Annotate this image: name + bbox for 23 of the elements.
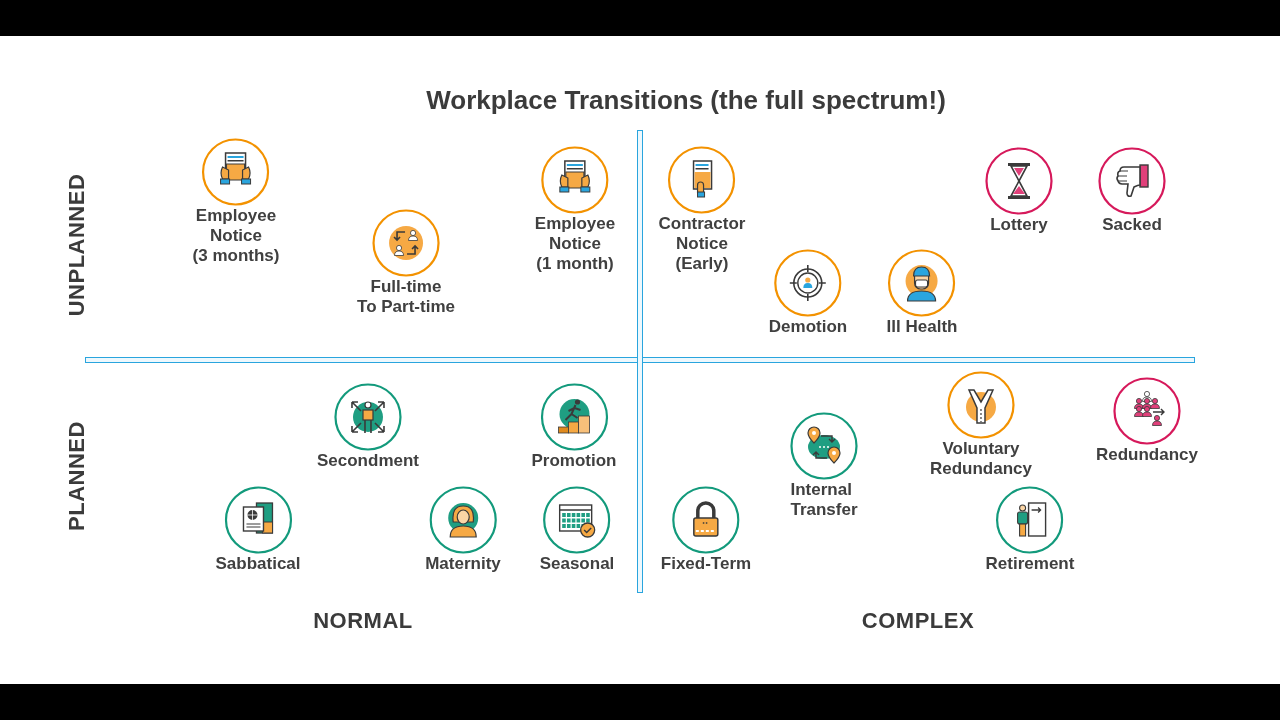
transition-label: Seasonal <box>539 554 615 574</box>
transition-label: Promotion <box>531 451 617 471</box>
diagram-title: Workplace Transitions (the full spectrum!) <box>426 85 946 115</box>
transition-label: Redundancy <box>1096 445 1198 465</box>
transition-label: Retirement <box>985 554 1075 574</box>
transition-label: Secondment <box>317 451 419 471</box>
transition-label: Fixed-Term <box>660 554 752 574</box>
transition-label: Lottery <box>990 215 1048 235</box>
axis-label: NORMAL <box>313 608 413 634</box>
axis-label: COMPLEX <box>861 608 975 634</box>
transition-label: Voluntary Redundancy <box>930 439 1032 479</box>
axis-label: UNPLANNED <box>64 173 90 317</box>
transition-label: Sacked <box>1102 215 1162 235</box>
axis-label: PLANNED <box>64 421 90 531</box>
transition-label: Demotion <box>768 317 848 337</box>
transition-label: Full-time To Part-time <box>357 277 455 317</box>
transition-label: Maternity <box>425 554 501 574</box>
transition-label: Contractor Notice (Early) <box>658 214 746 274</box>
transition-label: Internal Transfer <box>790 480 858 520</box>
transition-label: Sabbatical <box>215 554 301 574</box>
transition-label: Employee Notice (3 months) <box>192 206 280 266</box>
transition-label: Ill Health <box>886 317 958 337</box>
transition-label: Employee Notice (1 month) <box>534 214 616 274</box>
